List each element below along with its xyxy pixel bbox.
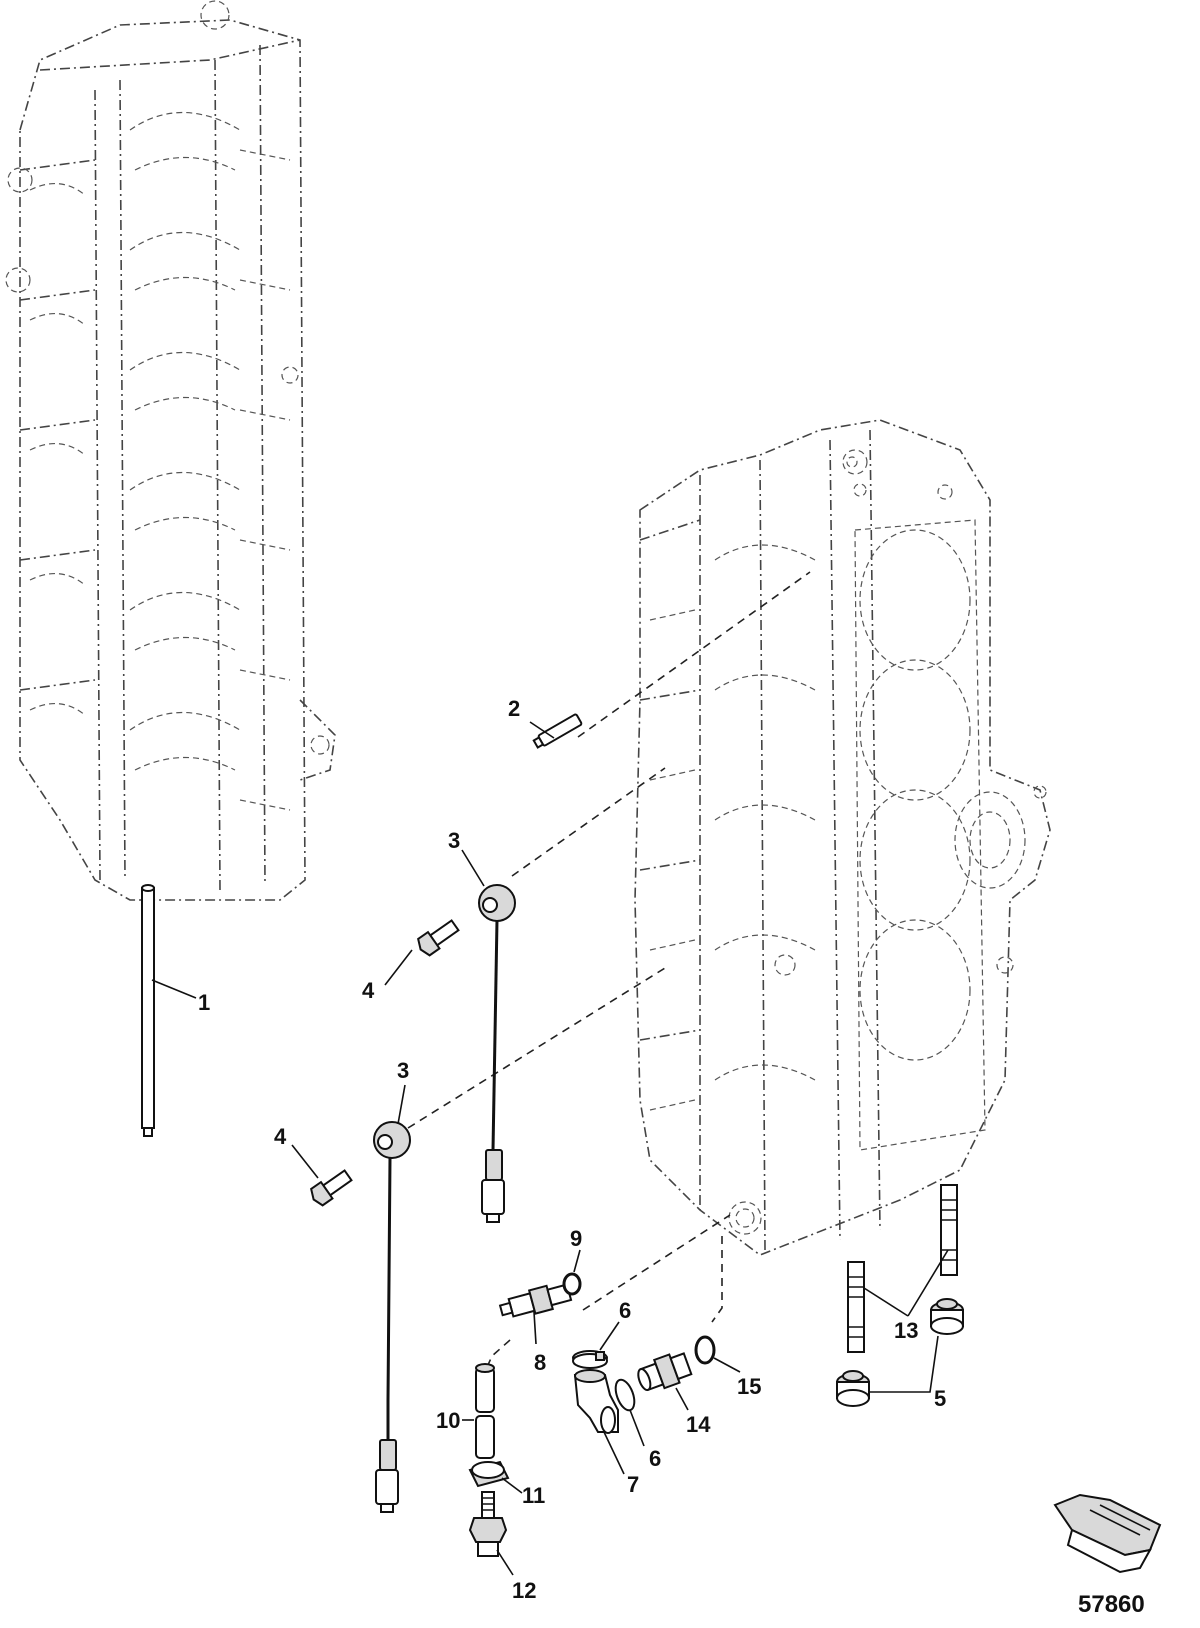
- part-11-clamp: [468, 1460, 510, 1488]
- callout-12: 12: [512, 1578, 536, 1603]
- alignment-lines: [407, 571, 811, 1366]
- callout-10: 10: [436, 1408, 460, 1433]
- callout-8: 8: [534, 1350, 546, 1375]
- callout-14: 14: [686, 1412, 711, 1437]
- part-5-nut-lower: [836, 1370, 870, 1407]
- part-13-stud-right: [940, 1184, 958, 1276]
- part-14-fitting: [637, 1352, 693, 1392]
- callout-11: 11: [522, 1483, 545, 1508]
- callout-4-lower: 4: [274, 1124, 287, 1149]
- callout-7: 7: [627, 1472, 639, 1497]
- figure-number: 57860: [1078, 1591, 1145, 1618]
- part-7-elbow-fitting: [573, 1369, 619, 1434]
- part-4-bolt-upper: [417, 919, 460, 957]
- engine-orientation-icon: [1053, 1493, 1162, 1574]
- callout-1: 1: [198, 990, 210, 1015]
- callout-3-lower: 3: [397, 1058, 409, 1083]
- callout-labels: 1 2 3 3 4 4 5 6 6 7 8 9 10 11 12 13 14 1…: [198, 696, 946, 1603]
- part-3-knock-sensor-lower: [373, 1121, 411, 1513]
- part-2-dowel-pin: [532, 713, 583, 749]
- callout-15: 15: [737, 1374, 761, 1399]
- leader-lines: [151, 721, 949, 1576]
- callout-3-upper: 3: [448, 828, 460, 853]
- callout-2: 2: [508, 696, 520, 721]
- part-12-sensor: [468, 1491, 508, 1557]
- part-15-o-ring: [694, 1335, 716, 1365]
- part-6-clamp-upper: [572, 1350, 608, 1369]
- part-4-bolt-lower: [310, 1169, 353, 1207]
- part-8-fitting: [498, 1283, 573, 1318]
- callout-6-upper: 6: [619, 1298, 631, 1323]
- callout-5: 5: [934, 1386, 946, 1411]
- part-10-hose: [475, 1363, 495, 1459]
- part-5-nut-upper: [930, 1298, 964, 1335]
- left-engine-block-outline: [5, 0, 336, 901]
- callout-4-upper: 4: [362, 978, 375, 1003]
- callout-13: 13: [894, 1318, 918, 1343]
- part-3-knock-sensor-upper: [478, 884, 516, 1223]
- part-1-rod: [141, 884, 155, 1137]
- callout-6-lower: 6: [649, 1446, 661, 1471]
- callout-9: 9: [570, 1226, 582, 1251]
- part-13-stud-left: [847, 1261, 865, 1353]
- part-9-o-ring: [562, 1272, 582, 1296]
- right-engine-block-outline: [634, 419, 1051, 1256]
